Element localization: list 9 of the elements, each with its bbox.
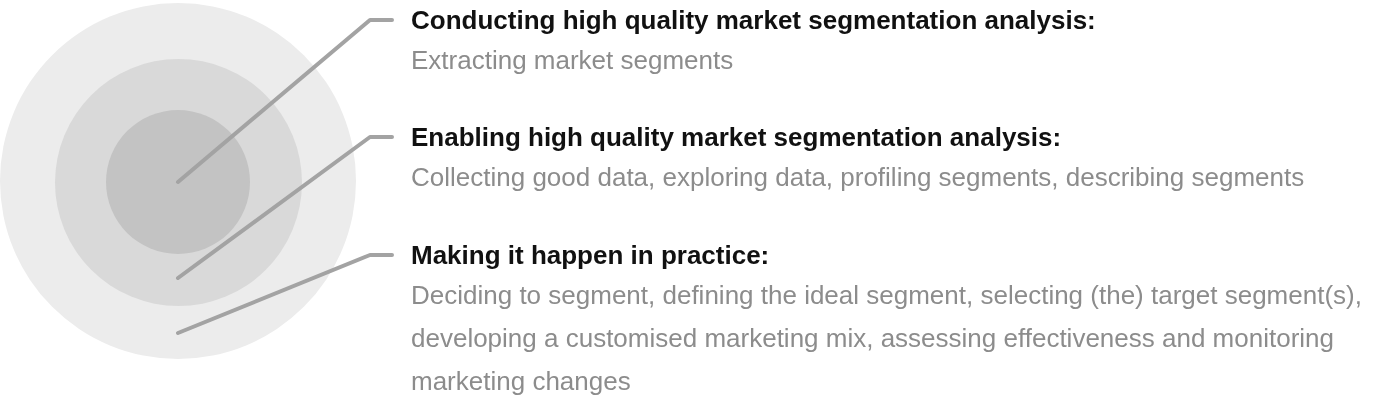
heading: Conducting high quality market segmentation analysis: — [411, 4, 1097, 37]
leader-line — [176, 253, 394, 335]
heading: Enabling high quality market segmentation analysis: — [411, 121, 1063, 154]
heading: Making it happen in practice: — [411, 239, 771, 272]
description: Collecting good data, exploring data, profiling segments, describing segments — [411, 161, 1306, 194]
description: Deciding to segment, defining the ideal segment, selecting (the) target segment(s), developing a customised marketing mix, assessing effectiveness and monitoring marketing changes — [411, 279, 1363, 398]
description: Extracting market segments — [411, 44, 735, 77]
leader-line — [176, 18, 394, 184]
leader-line — [176, 135, 394, 280]
